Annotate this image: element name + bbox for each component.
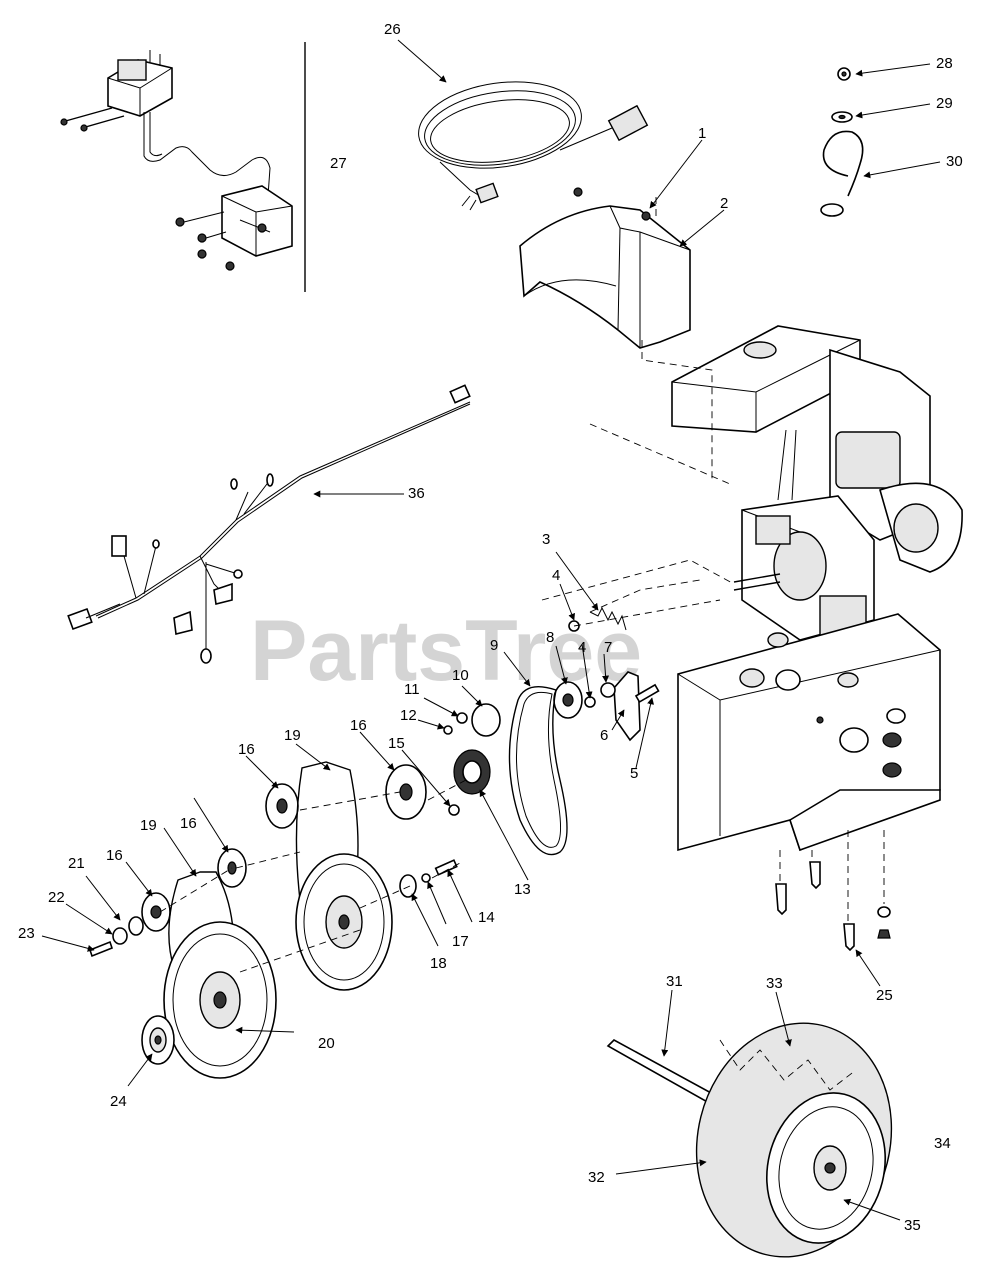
callout-27: 27: [330, 155, 347, 172]
callout-19: 19: [140, 817, 157, 834]
starter-switch-assembly: [60, 42, 306, 292]
callout-16: 16: [238, 741, 255, 758]
frame-bolts: [775, 861, 891, 952]
callout-14: 14: [478, 909, 495, 926]
callout-36: 36: [408, 485, 425, 502]
callout-32: 32: [588, 1169, 605, 1186]
wheel-assembly: [606, 1022, 893, 1258]
frame-plate: [677, 613, 941, 852]
engine: [671, 325, 963, 641]
callout-20: 20: [318, 1035, 335, 1052]
drive-pulleys: [89, 761, 458, 1079]
callout-15: 15: [388, 735, 405, 752]
callout-5: 5: [630, 765, 638, 782]
callout-22: 22: [48, 889, 65, 906]
callout-11: 11: [404, 681, 420, 698]
leader-lines: [41, 39, 941, 1221]
callout-33: 33: [766, 975, 783, 992]
callout-35: 35: [904, 1217, 921, 1234]
callout-18: 18: [430, 955, 447, 972]
callout-2: 2: [720, 195, 728, 212]
callout-4: 4: [552, 567, 560, 584]
callout-13: 13: [514, 881, 531, 898]
callout-16: 16: [350, 717, 367, 734]
callout-16: 16: [180, 815, 197, 832]
watermark: PartsTree: [250, 603, 642, 699]
callout-9: 9: [490, 637, 498, 654]
callout-8: 8: [546, 629, 554, 646]
callout-19: 19: [284, 727, 301, 744]
callout-labels: 1 2 3 4 4 5 6 7 8 9 10 11 12 13 14 15 16…: [18, 21, 963, 1234]
callout-6: 6: [600, 727, 608, 744]
callout-16: 16: [106, 847, 123, 864]
callout-12: 12: [400, 707, 417, 724]
callout-4: 4: [578, 639, 586, 656]
belt-cover: [519, 205, 691, 349]
callout-28: 28: [936, 55, 953, 72]
callout-21: 21: [68, 855, 85, 872]
callout-7: 7: [604, 639, 612, 656]
extension-cord: [418, 81, 649, 211]
callout-10: 10: [452, 667, 469, 684]
callout-1: 1: [698, 125, 706, 142]
callout-17: 17: [452, 933, 469, 950]
wiring-harness: [67, 384, 471, 664]
callout-23: 23: [18, 925, 35, 942]
fasteners-top-right: [820, 67, 864, 217]
assembly-lines: [159, 196, 885, 973]
idler-assembly: [443, 606, 660, 856]
callout-26: 26: [384, 21, 401, 38]
callout-31: 31: [666, 973, 683, 990]
callout-29: 29: [936, 95, 953, 112]
callout-24: 24: [110, 1093, 127, 1110]
callout-3: 3: [542, 531, 550, 548]
callout-25: 25: [876, 987, 893, 1004]
callout-30: 30: [946, 153, 963, 170]
callout-34: 34: [934, 1135, 951, 1152]
